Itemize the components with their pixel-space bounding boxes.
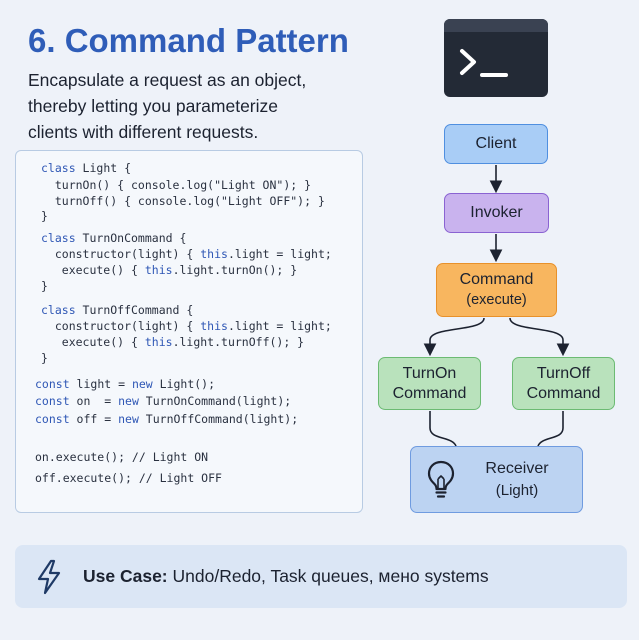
code-line: turnOn() { console.log("Light ON"); } <box>41 178 312 192</box>
command-sublabel: (execute) <box>466 292 527 308</box>
terminal-icon <box>444 19 548 97</box>
code-line: } <box>41 351 48 365</box>
terminal-prompt-glyph <box>460 49 508 77</box>
turnoff-command-node: TurnOff Command <box>512 357 615 410</box>
turnon-label: TurnOn <box>402 364 457 382</box>
code-line: on.execute(); // Light ON <box>35 450 209 464</box>
code-line: const on = new TurnOnCommand(light); <box>35 394 292 408</box>
receiver-node: Receiver (Light) <box>410 446 583 513</box>
code-line: turnOff() { console.log("Light OFF"); } <box>41 194 325 208</box>
receiver-text: Receiver (Light) <box>467 459 567 501</box>
code-line: constructor(light) { this.light = light; <box>41 319 332 333</box>
code-block: class Light { turnOn() { console.log("Li… <box>15 150 363 513</box>
receiver-label: Receiver <box>485 460 549 477</box>
code-line: class Light { <box>41 161 132 175</box>
arrow-command-turnon <box>423 317 485 357</box>
arrow-command-turnoff <box>509 317 570 357</box>
use-case-label: Use Case: <box>83 566 168 586</box>
invoker-label: Invoker <box>470 204 523 221</box>
command-label: Command <box>459 271 534 288</box>
description: Encapsulate a request as an object, ther… <box>28 67 358 145</box>
lightbulb-icon <box>427 460 455 498</box>
invoker-node: Invoker <box>444 193 549 233</box>
description-line: thereby letting you parameterize <box>28 96 278 116</box>
turnon-label-2: Command <box>392 384 467 402</box>
code-line: execute() { this.light.turnOff(); } <box>41 335 305 349</box>
turnoff-label-2: Command <box>526 384 601 402</box>
turnoff-label: TurnOff <box>536 364 591 382</box>
use-case-value: Undo/Redo, Task queues, мено systems <box>167 566 489 586</box>
lightning-icon <box>37 559 61 595</box>
line-turnon-receiver <box>429 411 457 447</box>
code-line: execute() { this.light.turnOn(); } <box>41 263 298 277</box>
line-turnoff-receiver <box>537 411 564 447</box>
page-title: 6. Command Pattern <box>28 22 349 59</box>
description-line: Encapsulate a request as an object, <box>28 70 307 90</box>
code-line: off.execute(); // Light OFF <box>35 471 222 485</box>
receiver-sublabel: (Light) <box>495 482 539 499</box>
code-line: } <box>41 279 48 293</box>
turnon-command-node: TurnOn Command <box>378 357 481 410</box>
code-line: } <box>41 209 48 223</box>
code-line: constructor(light) { this.light = light; <box>41 247 332 261</box>
command-node: Command (execute) <box>436 263 557 317</box>
description-line: clients with different requests. <box>28 122 259 142</box>
client-node: Client <box>444 124 548 164</box>
client-label: Client <box>475 135 517 152</box>
code-line: const light = new Light(); <box>35 377 216 391</box>
code-line: class TurnOnCommand { <box>41 231 187 245</box>
use-case-banner: Use Case: Undo/Redo, Task queues, мено s… <box>15 545 627 608</box>
code-line: class TurnOffCommand { <box>41 303 194 317</box>
terminal-title-bar <box>444 19 548 32</box>
code-line: const off = new TurnOffCommand(light); <box>35 412 299 426</box>
use-case-text: Use Case: Undo/Redo, Task queues, мено s… <box>83 566 489 587</box>
